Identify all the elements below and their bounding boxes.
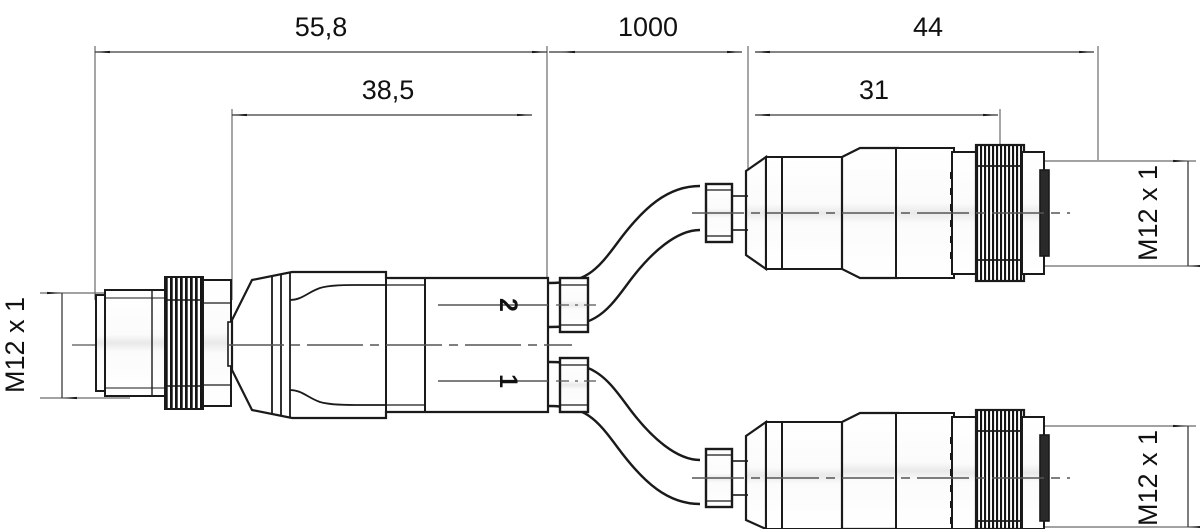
knurled-nut-bottom (974, 408, 1026, 529)
thread-label-left: M12 x 1 (0, 297, 30, 393)
male-knurled-nut (164, 276, 204, 410)
ferrule-splitter-bottom (558, 356, 590, 414)
dimension-label-38-5: 38,5 (362, 75, 415, 105)
male-thread-barrel (104, 289, 166, 397)
body-bottom-segment-3 (895, 412, 955, 529)
knurl-bottom-relief (976, 430, 1024, 522)
female-connector-top (692, 143, 1070, 283)
splitter-exit-ferrules (556, 276, 596, 414)
dimension-label-55-8: 55,8 (295, 12, 348, 42)
dimension-label-31: 31 (859, 75, 889, 105)
port-number-2: 2 (494, 298, 522, 312)
dimension-label-44: 44 (913, 12, 943, 42)
thread-label-right-bottom: M12 x 1 (1133, 430, 1163, 526)
port-number-1: 1 (494, 374, 522, 388)
body-bottom-collar (951, 416, 979, 529)
male-rear-flange (202, 279, 232, 407)
male-rear-flange-lines (203, 302, 231, 386)
male-connector-left (72, 276, 247, 410)
y-splitter-body: 2 1 (228, 270, 572, 420)
dimension-label-1000: 1000 (618, 12, 678, 42)
knurl-top-relief (976, 165, 1024, 261)
female-connector-bottom (692, 408, 1070, 529)
thread-label-right-top: M12 x 1 (1133, 165, 1163, 261)
splitter-inner-curve-bottom (289, 389, 386, 406)
nut-relief-lines (165, 299, 203, 387)
body-bottom-step (840, 411, 900, 529)
body-bottom-segment-2 (781, 421, 843, 529)
splitter-inner-curve-top (289, 284, 386, 301)
strain-relief-bottom (744, 419, 768, 529)
dimension-lines (47, 50, 1200, 529)
